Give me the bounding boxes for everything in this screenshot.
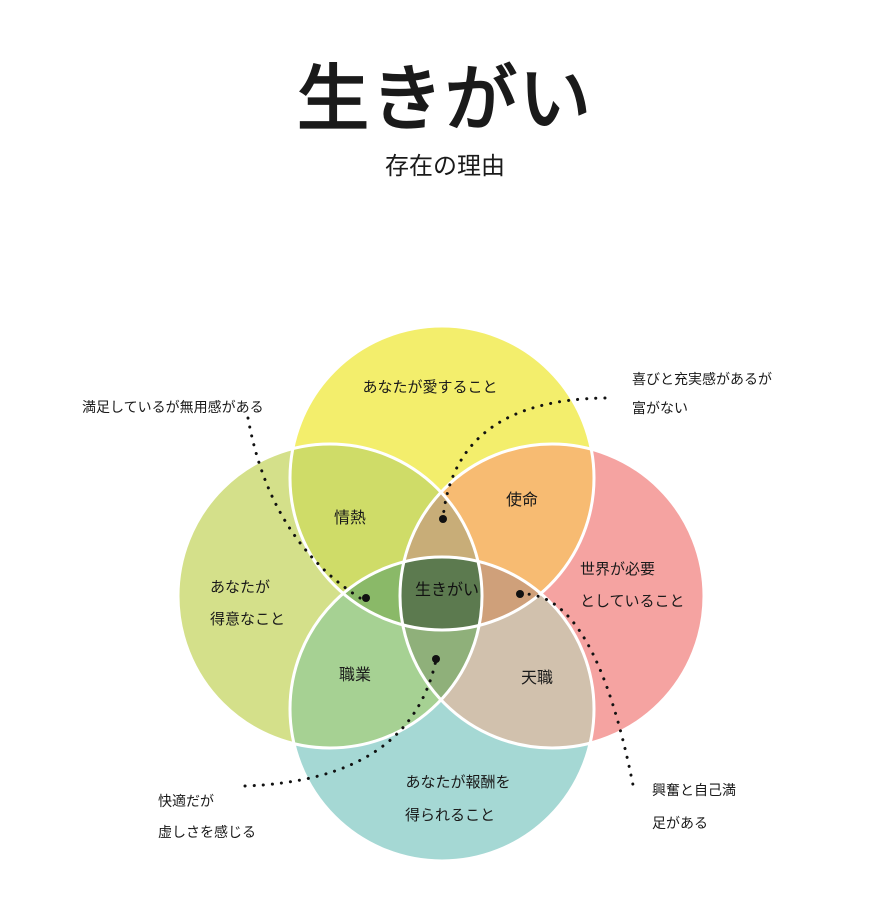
label-good-at-line1: あなたが	[210, 578, 270, 596]
label-center: 生きがい	[415, 580, 479, 599]
dot-triple-right	[516, 590, 524, 598]
leader-line-bottom-left	[243, 658, 438, 788]
label-good-at-line2: 得意なこと	[210, 610, 285, 628]
note-bottom-left-line2: 虚しさを感じる	[158, 824, 256, 841]
label-paid-for-line1: あなたが報酬を	[405, 773, 510, 791]
leader-line-top-right	[441, 396, 607, 520]
note-bottom-left-line1: 快適だが	[158, 793, 214, 810]
dot-triple-bottom	[432, 655, 440, 663]
label-love: あなたが愛すること	[362, 378, 497, 396]
leader-dots	[362, 515, 524, 663]
label-vocation: 天職	[521, 668, 553, 687]
note-bottom-right-line1: 興奮と自己満	[652, 783, 736, 799]
leader-line-bottom-right	[518, 592, 636, 792]
dot-triple-left	[362, 594, 370, 602]
label-mission: 使命	[506, 490, 538, 509]
leader-lines	[243, 396, 636, 792]
circle-outlines	[176, 324, 706, 863]
label-passion: 情熱	[334, 508, 366, 527]
note-top-left: 満足しているが無用感がある	[82, 399, 264, 416]
leader-line-top-left	[246, 416, 362, 600]
page-subtitle: 存在の理由	[385, 152, 505, 180]
label-profession: 職業	[339, 665, 371, 684]
dot-triple-top	[439, 515, 447, 523]
page-title: 生きがい	[296, 57, 593, 141]
label-world-needs-line1: 世界が必要	[580, 560, 655, 578]
label-paid-for-line2: 得られること	[405, 806, 495, 824]
note-top-right-line1: 喜びと充実感があるが	[632, 371, 772, 388]
note-top-right-line2: 富がない	[632, 400, 688, 417]
note-bottom-right-line2: 足がある	[652, 816, 708, 832]
label-world-needs-line2: としていること	[580, 592, 685, 610]
